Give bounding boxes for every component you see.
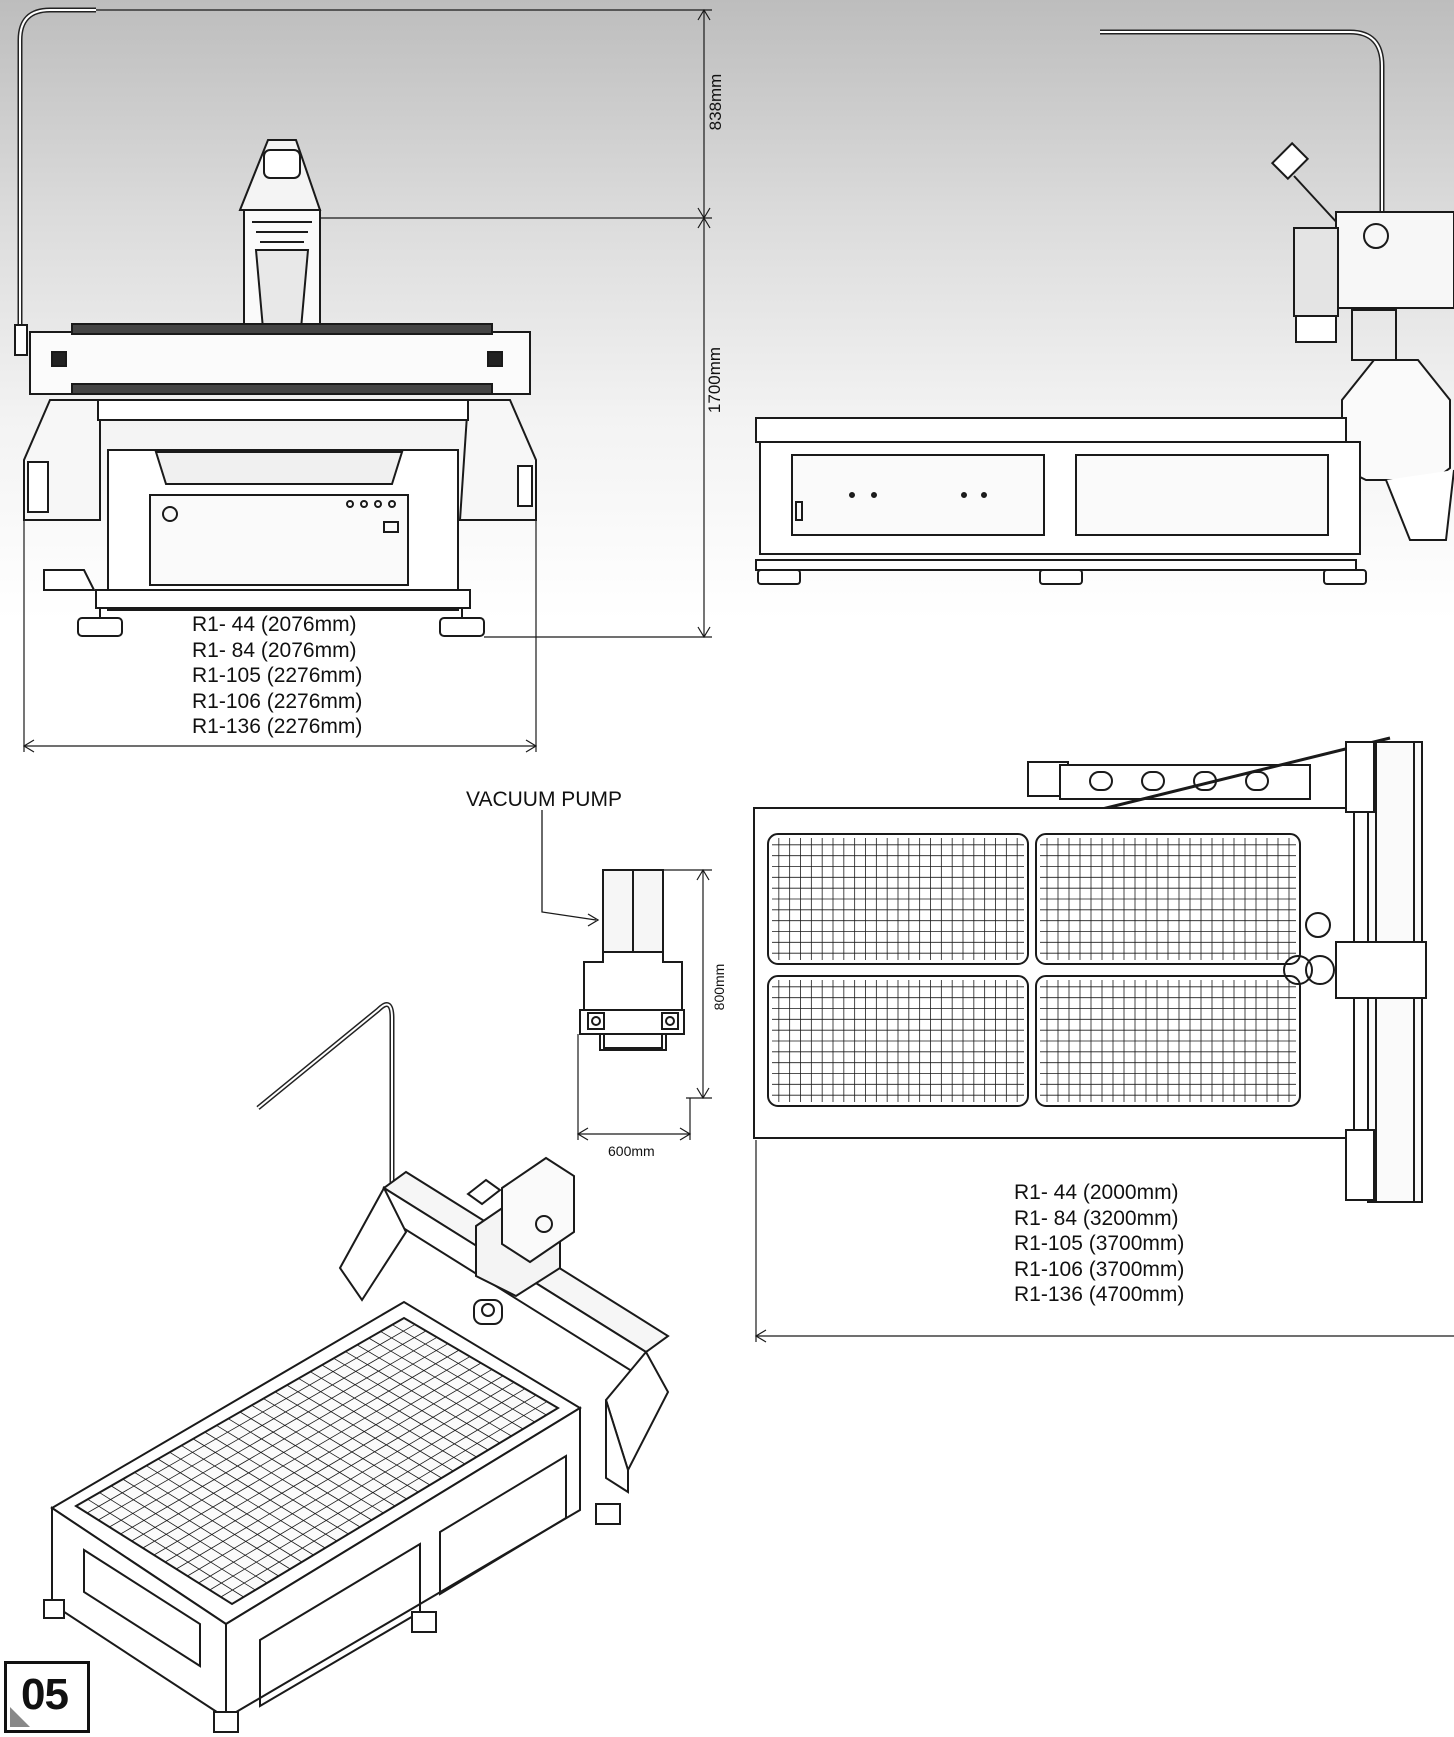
top-view-dimension: [754, 1140, 1454, 1343]
vacuum-pump-title: VACUUM PUMP: [466, 788, 622, 811]
top-length-spec: R1- 44 (2000mm): [1014, 1181, 1179, 1204]
top-length-spec-list: R1- 44 (2000mm) R1- 84 (3200mm) R1-105 (…: [1014, 1180, 1184, 1308]
front-view: [14, 7, 537, 637]
front-height-upper-label: 838mm: [706, 73, 725, 131]
vacuum-pump: [541, 810, 685, 1051]
isometric-view: [43, 1002, 670, 1733]
isometric-grid: [86, 1324, 548, 1598]
front-dimension-lines: [22, 8, 712, 753]
front-width-spec: R1-105 (2276mm): [192, 664, 363, 687]
front-width-spec-list: R1- 44 (2076mm) R1- 84 (2076mm) R1-105 (…: [192, 612, 362, 740]
front-width-spec: R1- 44 (2076mm): [192, 613, 357, 636]
side-view: [755, 29, 1454, 585]
vacuum-pump-height-label: 800mm: [711, 963, 727, 1011]
front-height-lower-label: 1700mm: [705, 346, 724, 414]
vacuum-pump-width-label: 600mm: [608, 1143, 655, 1159]
front-width-spec: R1-136 (2276mm): [192, 715, 363, 738]
top-length-spec: R1-105 (3700mm): [1014, 1232, 1185, 1255]
top-length-spec: R1-106 (3700mm): [1014, 1257, 1185, 1281]
front-width-spec: R1-106 (2276mm): [192, 689, 363, 713]
top-length-spec: R1-136 (4700mm): [1014, 1283, 1185, 1306]
front-width-spec: R1- 84 (2076mm): [192, 638, 357, 662]
vacuum-pump-dimensions: [576, 868, 712, 1141]
page-number-box: 05: [4, 1661, 90, 1733]
top-length-spec: R1- 84 (3200mm): [1014, 1206, 1179, 1230]
corner-triangle: [10, 1707, 30, 1727]
top-view-grid: [772, 838, 1296, 1102]
top-view: [753, 736, 1427, 1203]
